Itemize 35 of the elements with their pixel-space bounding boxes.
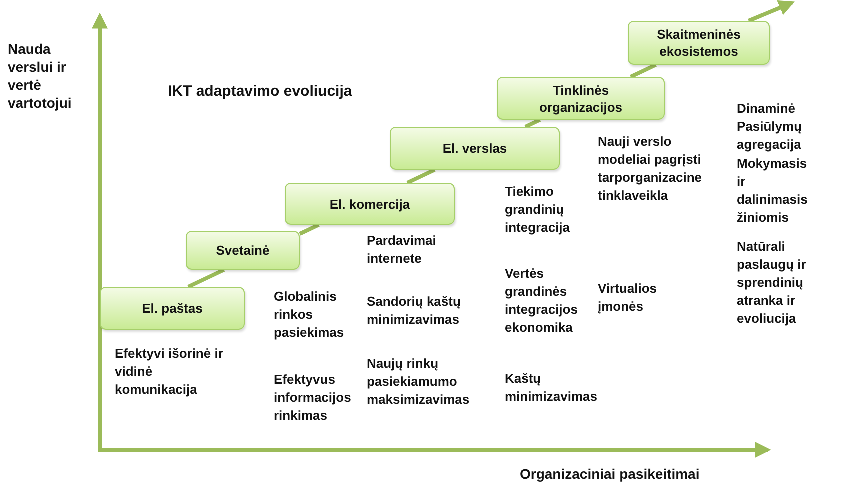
stage-box — [497, 77, 665, 120]
benefit-text: Vertės grandinės integracijos ekonomika — [505, 265, 579, 337]
stage-box — [186, 231, 300, 270]
stage-label: El. paštas — [142, 300, 203, 317]
axis-label: Organizaciniai pasikeitimai — [520, 465, 700, 483]
connector-line — [299, 223, 320, 236]
connector-line — [524, 118, 542, 129]
stage-label: El. verslas — [442, 140, 508, 157]
stage-label: Tinklinės organizacijos — [538, 82, 624, 116]
stage-label: Skaitmeninės ekosistemos — [656, 26, 742, 60]
axis-label: Nauda verslui ir vertė vartotojui — [8, 40, 73, 112]
stage-box — [628, 21, 770, 65]
stage-label: Svetainė — [216, 242, 270, 259]
benefit-text: Kaštų minimizavimas — [505, 370, 598, 406]
benefit-text: Pardavimai internete — [367, 232, 438, 268]
benefit-text: Natūrali paslaugų ir sprendinių atranka ir evoliucija — [737, 238, 808, 328]
stage-box — [285, 183, 455, 225]
benefit-text: Nauji verslo modeliai pagrįsti tarporganizacine tinklaveikla — [598, 133, 702, 205]
benefit-text: Mokymasis ir dalinimasis žiniomis — [737, 155, 809, 227]
benefit-text: Efektyvi išorinė ir vidinė komunikacija — [115, 345, 224, 399]
benefit-text: Efektyvus informacijos rinkimas — [274, 371, 352, 425]
connector-line — [748, 0, 795, 23]
diagram-title: IKT adaptavimo evoliucija — [168, 83, 352, 101]
benefit-text: Virtualios įmonės — [598, 280, 658, 316]
stage-box — [390, 127, 560, 170]
connector-line — [630, 63, 657, 79]
benefit-text: Dinaminė Pasiūlymų agregacija — [737, 100, 802, 154]
connector-line — [406, 168, 436, 185]
stage-label: El. komercija — [330, 196, 410, 212]
connector-line — [188, 268, 226, 289]
benefit-text: Globalinis rinkos pasiekimas — [274, 288, 346, 342]
stage-box — [100, 287, 245, 330]
benefit-text: Tiekimo grandinių integracija — [505, 183, 572, 237]
benefit-text: Naujų rinkų pasiekiamumo maksimizavimas — [367, 355, 471, 409]
benefit-text: Sandorių kaštų minimizavimas — [367, 293, 462, 329]
